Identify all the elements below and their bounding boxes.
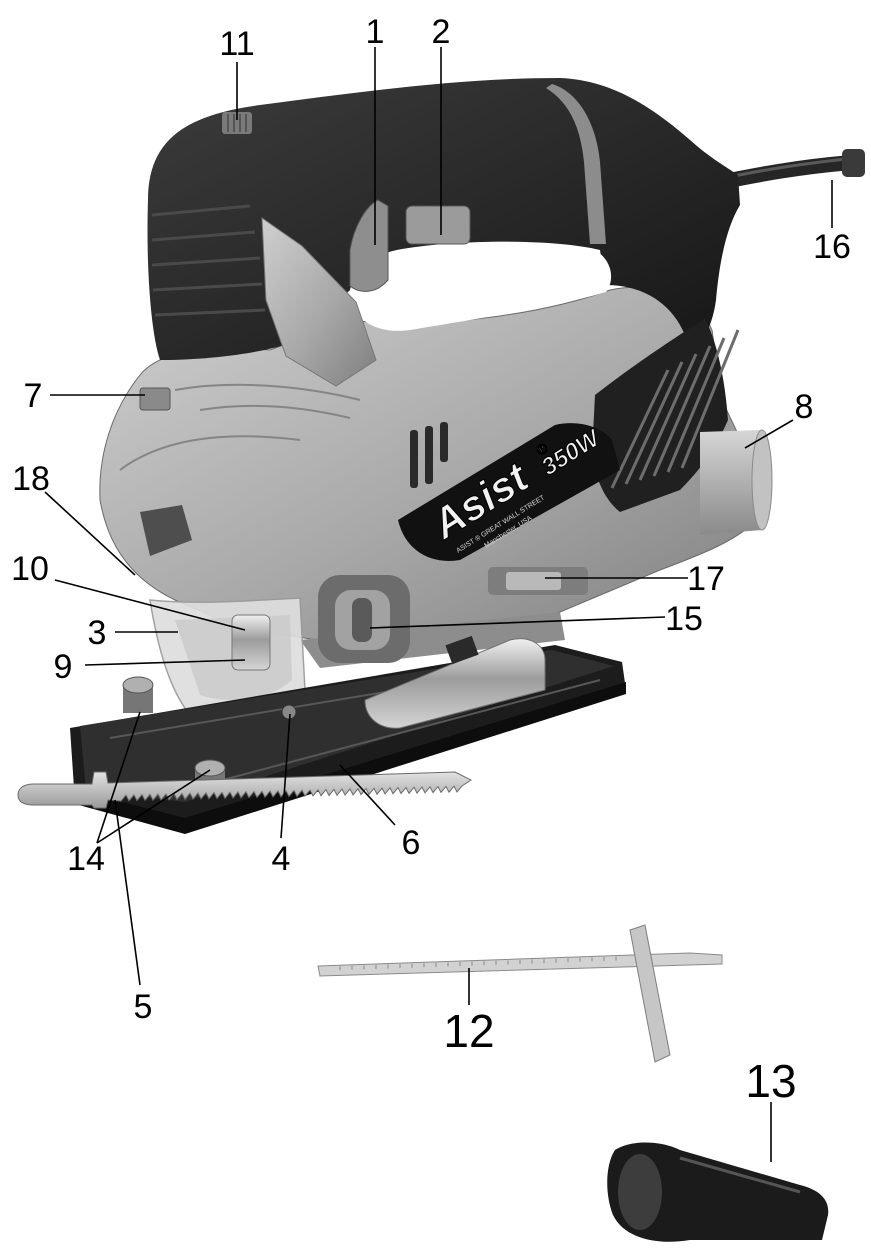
callout-4: 4: [272, 840, 291, 878]
front-button: [139, 387, 171, 411]
rib: [151, 230, 256, 242]
callout-line-4: [280, 713, 291, 839]
knob-top: [122, 676, 154, 694]
contour: [174, 383, 361, 401]
vent-slot: [440, 422, 448, 462]
callout-3: 3: [88, 614, 107, 652]
parallel-guide: [317, 924, 723, 1063]
rib: [152, 282, 263, 292]
pendulum-switch: [488, 567, 588, 595]
callout-line-15: [369, 616, 666, 629]
cord-plug-end: [842, 149, 865, 177]
callout-6: 6: [402, 824, 421, 862]
callout-10: 10: [11, 550, 49, 588]
lock-button: [405, 205, 471, 245]
roller-support: [364, 635, 546, 729]
callout-line-6: [339, 764, 396, 826]
handle-opening: [351, 241, 612, 331]
brand-label-plate: [398, 423, 620, 561]
callout-line-14a: [96, 711, 141, 844]
trigger: [349, 199, 389, 292]
side-wing-panel: [261, 217, 377, 387]
housing-ribs: [151, 204, 266, 317]
knob-top: [194, 759, 226, 777]
callout-18: 18: [12, 460, 50, 498]
contour: [199, 404, 351, 419]
rib: [151, 204, 251, 217]
callout-lines: [44, 47, 833, 1162]
speed-wheel: [222, 112, 252, 134]
callout-12: 12: [443, 1005, 494, 1057]
callout-7: 7: [24, 377, 43, 415]
dust-adapter: [607, 1142, 829, 1242]
callout-5: 5: [134, 988, 153, 1026]
nose-slot: [140, 505, 192, 556]
callout-line-8: [744, 419, 794, 449]
dust-port-mouth: [751, 429, 773, 531]
base-rail: [184, 679, 601, 791]
switch-slider: [506, 572, 561, 590]
roller-body: [364, 638, 546, 729]
rear-vent-slits: [610, 329, 740, 489]
side-vents: [410, 422, 448, 488]
callout-15: 15: [665, 600, 703, 638]
callout-line-5: [114, 799, 141, 986]
rib: [154, 308, 266, 317]
callout-9: 9: [54, 648, 73, 686]
guide-scale-marks: [339, 956, 617, 971]
rear-vent-panel: [592, 318, 728, 512]
dust-port: [700, 429, 773, 535]
guide-fence: [629, 924, 671, 1063]
callout-14: 14: [67, 840, 105, 878]
callout-numbers: 11 1 2 16 7 8 18 10 3 17 15 9 14 4 6 5 1…: [11, 13, 851, 1107]
saw-blade: [17, 771, 472, 809]
contour: [119, 435, 301, 471]
callout-1: 1: [366, 13, 385, 51]
callout-line-14b: [96, 769, 211, 844]
callout-16: 16: [813, 228, 851, 266]
adapter-opening: [618, 1154, 662, 1230]
callout-8: 8: [795, 388, 814, 426]
speed-wheel-grooves: [227, 114, 247, 132]
lever-grip: [352, 598, 372, 642]
jigsaw: Asist ® 350W ASIST ® GREAT WALL STREET M…: [70, 78, 865, 834]
callout-line-9: [84, 659, 246, 666]
callout-17: 17: [687, 560, 725, 598]
callout-2: 2: [432, 13, 451, 51]
guide-bar: [317, 952, 723, 977]
callout-line-18: [44, 491, 136, 576]
callout-13: 13: [745, 1055, 796, 1107]
adapter-highlight: [679, 1156, 801, 1194]
vent-slot: [425, 426, 433, 484]
grip-stripe: [546, 84, 606, 244]
blade-clamp: [231, 614, 271, 671]
callout-11: 11: [219, 25, 254, 63]
roller-block: [445, 635, 479, 665]
speed-wheel-body: [222, 112, 252, 134]
blade-lever: [318, 575, 410, 663]
callout-line-10: [54, 579, 246, 631]
base-plate-edge: [75, 682, 626, 834]
rib: [151, 256, 261, 267]
vent-slot: [410, 430, 418, 488]
adapter-body: [607, 1142, 829, 1242]
body-contours: [119, 383, 361, 471]
